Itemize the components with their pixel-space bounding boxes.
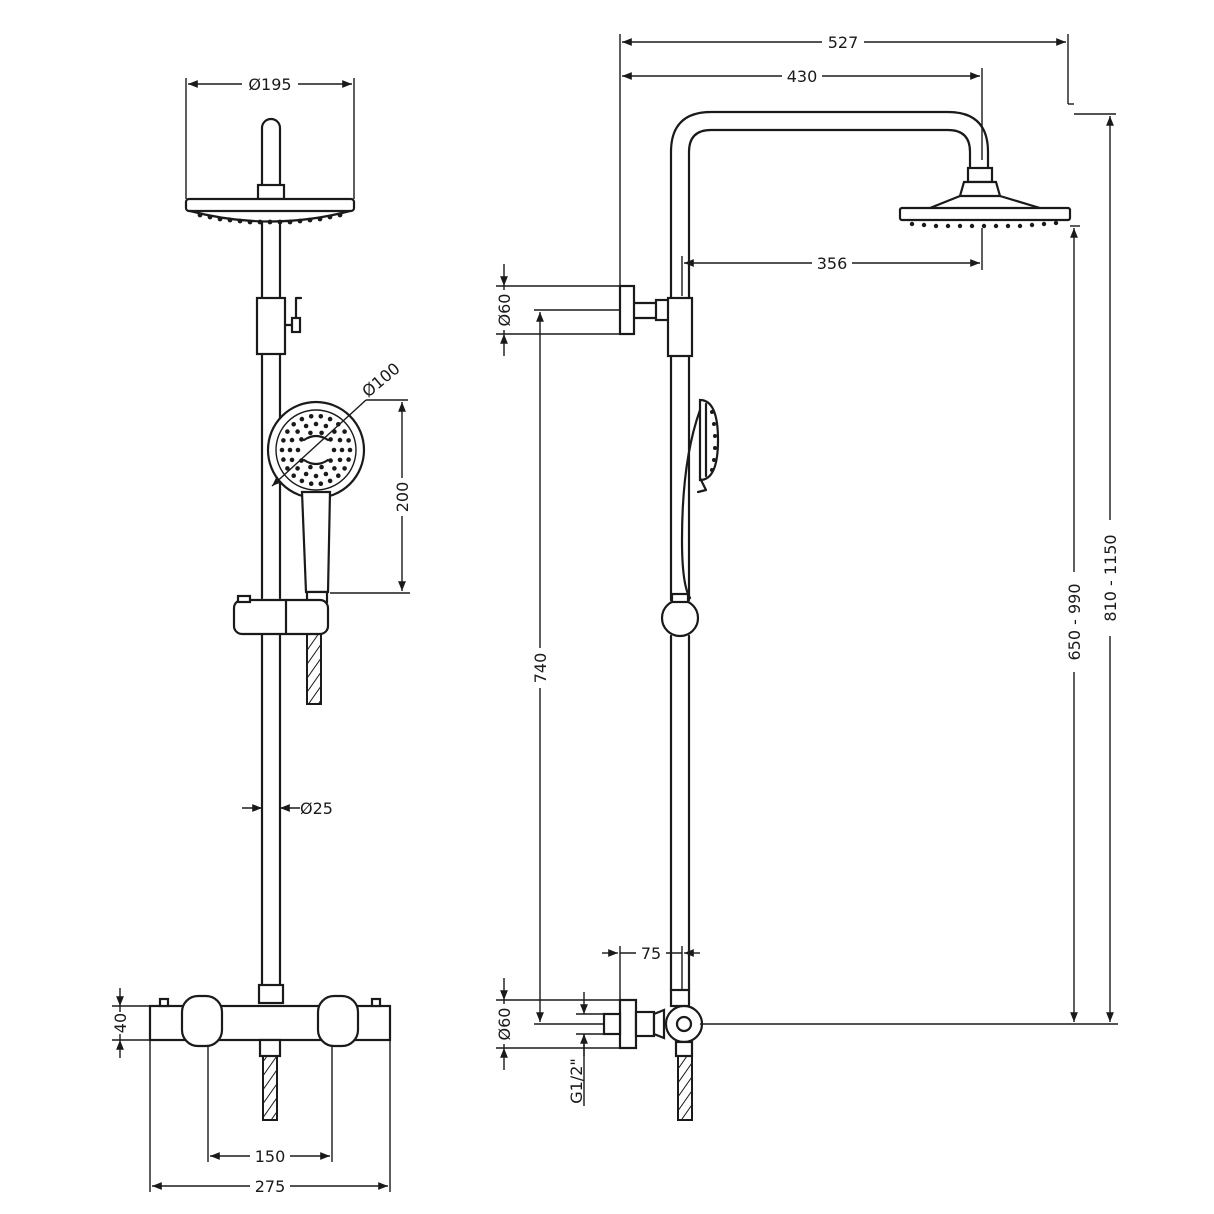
front-flow-knob — [316, 994, 360, 1048]
handset-nozzle — [319, 430, 324, 436]
front-head-connector — [256, 183, 286, 201]
handset-nozzle — [308, 464, 313, 470]
handset-nozzle — [295, 429, 300, 434]
front-riser-nut — [257, 983, 285, 1005]
side-top-wall-bracket — [618, 284, 636, 336]
handset-nozzle — [285, 429, 290, 434]
dim-bracket-diameter-top: Ø60 — [495, 294, 514, 327]
front-diverter-sleeve — [255, 296, 287, 356]
front-dimensions: Ø195 Ø100 200 Ø25 40 150 275 — [110, 74, 412, 1196]
handset-nozzle — [342, 429, 347, 434]
handset-nozzle — [308, 481, 314, 487]
handset-nozzle — [299, 437, 304, 442]
handset-nozzle — [319, 464, 324, 470]
handset-nozzle — [332, 466, 337, 471]
handset-nozzle — [291, 473, 297, 479]
side-riser-inner — [687, 128, 972, 300]
side-inlet-thread — [602, 1012, 622, 1036]
front-head-nozzles — [197, 212, 343, 225]
dim-overall-projection: 527 — [828, 33, 859, 52]
dim-overall-height-range: 810 - 1150 — [1101, 534, 1120, 621]
handset-nozzle — [313, 421, 319, 427]
handset-nozzle — [346, 438, 351, 443]
dim-bracket-diameter-bottom: Ø60 — [495, 1008, 514, 1041]
handset-nozzle — [313, 473, 319, 479]
side-head-boss — [958, 180, 1002, 198]
handset-nozzle — [287, 447, 293, 453]
front-temperature-knob — [180, 994, 224, 1048]
dim-arm-projection: 430 — [787, 67, 818, 86]
dim-riser-diameter: Ø25 — [300, 799, 333, 818]
handset-nozzle — [291, 422, 297, 427]
handset-nozzle — [342, 466, 347, 471]
handset-nozzle — [299, 478, 305, 484]
front-shower-head — [184, 197, 356, 213]
side-bar-end — [664, 1004, 704, 1044]
handset-nozzle — [328, 437, 333, 442]
front-shower-arm — [260, 117, 282, 187]
dim-wall-to-riser: 75 — [641, 944, 661, 963]
front-handset-handle — [300, 490, 332, 594]
handset-nozzle — [281, 457, 286, 462]
handset-nozzle — [279, 447, 285, 453]
side-view — [576, 110, 1072, 1121]
handset-nozzle — [308, 414, 314, 419]
side-riser-outer — [669, 110, 990, 300]
front-handset-dial — [302, 434, 330, 466]
front-diverter-lever — [283, 296, 303, 327]
handset-nozzle — [323, 471, 329, 477]
handset-nozzle — [285, 466, 290, 471]
dim-bar-width: 275 — [255, 1177, 286, 1196]
handset-nozzle — [303, 471, 309, 477]
front-handset-nozzles — [279, 414, 353, 487]
side-bottom-wall-bracket — [618, 998, 638, 1050]
dim-head-diameter: Ø195 — [248, 75, 291, 94]
handset-nozzle — [281, 438, 286, 443]
dim-inlet-thread: G1/2" — [567, 1058, 586, 1104]
dim-head-height-range: 650 - 990 — [1065, 583, 1084, 660]
handset-nozzle — [327, 478, 333, 484]
side-handset-head — [698, 398, 720, 482]
side-bath-hose — [677, 1055, 693, 1121]
side-dimensions: 527 430 356 Ø60 740 Ø60 — [494, 32, 1120, 1106]
handset-nozzle — [336, 473, 341, 479]
handset-nozzle — [347, 447, 353, 453]
side-head-nozzles — [909, 220, 1059, 229]
handset-nozzle — [295, 447, 301, 453]
handset-nozzle — [328, 458, 333, 463]
handset-nozzle — [331, 447, 337, 453]
handset-nozzle — [327, 416, 333, 422]
dim-head-offset: 356 — [817, 254, 848, 273]
handset-nozzle — [289, 437, 295, 443]
side-handset-handle — [680, 408, 702, 600]
front-bar-outlet — [258, 1038, 282, 1058]
side-shower-head — [898, 206, 1072, 222]
handset-nozzle — [318, 481, 324, 487]
handset-nozzle — [295, 466, 300, 471]
front-diverter-knob — [290, 316, 302, 334]
side-head-swivel — [966, 166, 994, 184]
handset-nozzle — [318, 414, 324, 419]
handset-nozzle — [337, 437, 343, 443]
front-slider-bracket — [232, 598, 330, 636]
dim-handset-length: 200 — [393, 482, 412, 513]
front-hose — [306, 633, 322, 705]
side-slider-bracket — [660, 598, 700, 638]
handset-nozzle — [337, 457, 343, 463]
handset-nozzle — [339, 447, 345, 453]
handset-nozzle — [299, 416, 305, 422]
dim-inlet-centres: 150 — [255, 1147, 286, 1166]
dim-bracket-spacing: 740 — [531, 653, 550, 684]
handset-nozzle — [323, 423, 329, 429]
handset-nozzle — [303, 423, 309, 429]
handset-nozzle — [289, 457, 295, 463]
dim-handset-diameter: Ø100 — [358, 359, 403, 401]
side-diverter-sleeve — [666, 296, 694, 358]
front-view — [148, 117, 392, 1121]
dim-bar-height: 40 — [111, 1013, 130, 1033]
handset-nozzle — [308, 430, 313, 436]
handset-nozzle — [346, 457, 351, 462]
front-bath-hose — [262, 1055, 278, 1121]
